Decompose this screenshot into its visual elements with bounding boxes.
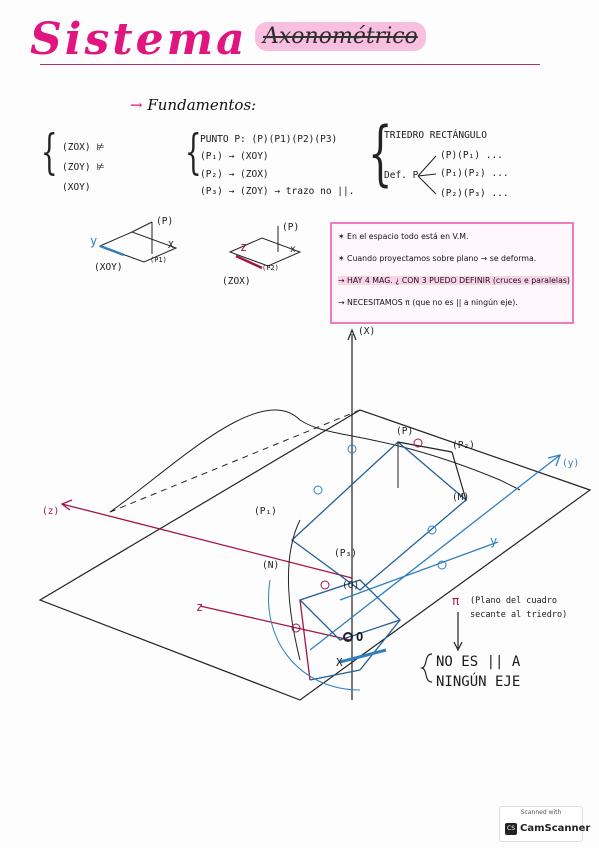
brace-mid: { bbox=[184, 124, 202, 180]
pi-note-1: (Plano del cuadro bbox=[470, 596, 557, 606]
small-left-top: (P) bbox=[156, 216, 174, 227]
conclusion-1: NO ES || A bbox=[436, 654, 521, 670]
pi-note-2: secante al triedro) bbox=[470, 610, 568, 620]
triedro-item-1: (P)(P₁) ... bbox=[440, 150, 503, 161]
section-heading: → Fundamentos: bbox=[130, 96, 256, 114]
camscanner-icon: CS bbox=[505, 823, 517, 835]
brace-left: { bbox=[40, 124, 58, 180]
note-1: ✶ En el espacio todo está en V.M. bbox=[338, 232, 469, 241]
notes-box: ✶ En el espacio todo está en V.M. ✶ Cuan… bbox=[330, 222, 574, 324]
plane-xoy: (XOY) bbox=[62, 182, 91, 193]
page-title: Sistema bbox=[30, 14, 248, 65]
y-label: y bbox=[490, 534, 498, 548]
plane-zox: (ZOX) ⊭ bbox=[62, 142, 105, 153]
axis-left-label: (z) bbox=[42, 506, 60, 517]
triedro-item-2: (P₁)(P₂) ... bbox=[440, 168, 509, 179]
small-left-plane: (XOY) bbox=[94, 262, 123, 273]
note-2: ✶ Cuando proyectamos sobre plano → se de… bbox=[338, 254, 537, 263]
small-right-plane: (ZOX) bbox=[222, 276, 251, 287]
o-paren-label: (O) bbox=[342, 580, 360, 591]
triedro-title: TRIEDRO RECTÁNGULO bbox=[384, 130, 487, 141]
m-label: (M) bbox=[452, 492, 470, 503]
note-4: → NECESITAMOS π (que no es || a ningún e… bbox=[338, 298, 518, 307]
small-left-y: y bbox=[90, 234, 98, 248]
proj-p2: (P₂) → (ZOX) bbox=[200, 169, 269, 180]
title-underline bbox=[40, 64, 540, 65]
proj-p1: (P₁) → (XOY) bbox=[200, 151, 269, 162]
small-right-x: x bbox=[290, 244, 296, 255]
p1-label: (P₁) bbox=[254, 506, 277, 517]
plane-zoy: (ZOY) ⊭ bbox=[62, 162, 105, 173]
conclusion-2: NINGÚN EJE bbox=[436, 674, 521, 690]
page-subtitle: Axonométrico bbox=[255, 22, 426, 51]
z-label: z bbox=[196, 600, 204, 614]
pi-label: π bbox=[452, 594, 460, 608]
scanner-top-text: Scanned with bbox=[520, 809, 562, 816]
small-left-x: X bbox=[168, 240, 174, 251]
small-right-top: (P) bbox=[282, 222, 300, 233]
small-right-z: z bbox=[240, 240, 248, 254]
def-label: Def. P bbox=[384, 170, 419, 181]
p2-label: (P₂) bbox=[452, 440, 475, 451]
def-arrows bbox=[417, 155, 437, 195]
big-figure bbox=[38, 328, 592, 701]
p-label: (P) bbox=[396, 426, 414, 437]
section-heading-text: Fundamentos: bbox=[147, 96, 257, 114]
triedro-item-3: (P₂)(P₃) ... bbox=[440, 188, 509, 199]
scanner-brand: CamScanner bbox=[520, 823, 591, 834]
note-3: → HAY 4 MAG. ¿ CON 3 PUEDO DEFINIR (cruc… bbox=[338, 276, 570, 285]
small-left-proj: (P1) bbox=[150, 256, 167, 264]
small-diagram-left bbox=[98, 221, 178, 263]
point-def: PUNTO P: (P)(P1)(P2)(P3) bbox=[200, 134, 338, 145]
camscanner-badge: Scanned with CS CamScanner bbox=[499, 806, 590, 842]
brace-right: { bbox=[368, 112, 393, 194]
n-label: (N) bbox=[262, 560, 280, 571]
small-right-proj: (P2) bbox=[262, 264, 279, 272]
o-label: O bbox=[356, 630, 364, 644]
proj-p3: (P₃) → (ZOY) → trazo no ||. bbox=[200, 186, 355, 197]
x-label: X bbox=[336, 656, 343, 669]
p3-label: (P₃) bbox=[334, 548, 357, 559]
axis-right-label: (y) bbox=[562, 458, 580, 469]
small-diagram-right bbox=[228, 226, 302, 270]
arrow-icon: → bbox=[130, 96, 143, 114]
axis-top-label: (X) bbox=[358, 326, 376, 337]
